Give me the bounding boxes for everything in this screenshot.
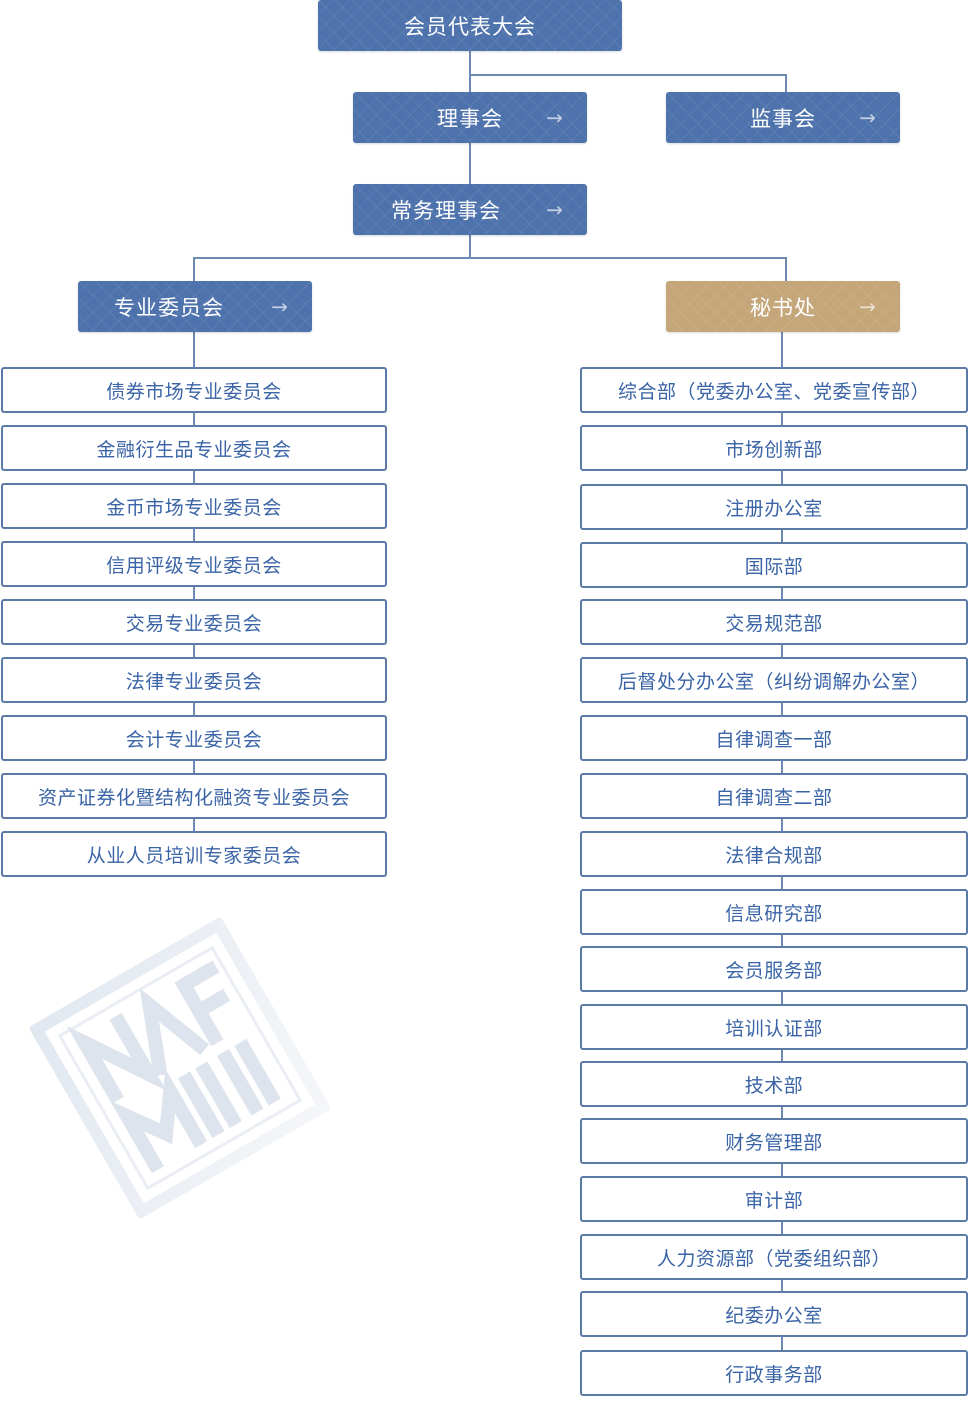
- committee-item[interactable]: 从业人员培训专家委员会: [1, 831, 387, 877]
- supervisory-board-label: 监事会: [750, 106, 816, 131]
- department-item[interactable]: 审计部: [580, 1176, 968, 1222]
- department-item[interactable]: 纪委办公室: [580, 1291, 968, 1337]
- arrow-right-icon: →: [546, 197, 563, 222]
- arrow-right-icon: →: [859, 105, 876, 130]
- department-item[interactable]: 综合部（党委办公室、党委宣传部）: [580, 367, 968, 413]
- department-item[interactable]: 后督处分办公室（纠纷调解办公室）: [580, 657, 968, 703]
- committee-item[interactable]: 信用评级专业委员会: [1, 541, 387, 587]
- department-item[interactable]: 注册办公室: [580, 484, 968, 530]
- committee-item[interactable]: 会计专业委员会: [1, 715, 387, 761]
- nafmii-logo-watermark: [28, 916, 332, 1220]
- committees-box[interactable]: 专业委员会 →: [78, 281, 312, 332]
- committee-item[interactable]: 法律专业委员会: [1, 657, 387, 703]
- department-item[interactable]: 交易规范部: [580, 599, 968, 645]
- department-item[interactable]: 法律合规部: [580, 831, 968, 877]
- department-item[interactable]: 市场创新部: [580, 425, 968, 471]
- members-congress-box[interactable]: 会员代表大会: [318, 0, 622, 51]
- department-item[interactable]: 信息研究部: [580, 889, 968, 935]
- supervisory-board-box[interactable]: 监事会 →: [666, 92, 900, 143]
- arrow-right-icon: →: [271, 294, 288, 319]
- council-label: 理事会: [437, 106, 503, 131]
- department-item[interactable]: 会员服务部: [580, 946, 968, 992]
- committee-item[interactable]: 债券市场专业委员会: [1, 367, 387, 413]
- secretariat-label: 秘书处: [750, 295, 816, 320]
- arrow-right-icon: →: [859, 294, 876, 319]
- department-item[interactable]: 国际部: [580, 542, 968, 588]
- committee-item[interactable]: 金融衍生品专业委员会: [1, 425, 387, 471]
- committees-label: 专业委员会: [114, 295, 224, 320]
- department-item[interactable]: 人力资源部（党委组织部）: [580, 1234, 968, 1280]
- arrow-right-icon: →: [546, 105, 563, 130]
- secretariat-box[interactable]: 秘书处 →: [666, 281, 900, 332]
- department-item[interactable]: 财务管理部: [580, 1118, 968, 1164]
- department-item[interactable]: 自律调查二部: [580, 773, 968, 819]
- committee-item[interactable]: 交易专业委员会: [1, 599, 387, 645]
- committee-item[interactable]: 资产证券化暨结构化融资专业委员会: [1, 773, 387, 819]
- members-congress-label: 会员代表大会: [404, 14, 536, 39]
- department-item[interactable]: 自律调查一部: [580, 715, 968, 761]
- department-item[interactable]: 技术部: [580, 1061, 968, 1107]
- department-item[interactable]: 行政事务部: [580, 1350, 968, 1396]
- committee-item[interactable]: 金币市场专业委员会: [1, 483, 387, 529]
- department-item[interactable]: 培训认证部: [580, 1004, 968, 1050]
- council-box[interactable]: 理事会 →: [353, 92, 587, 143]
- standing-council-label: 常务理事会: [391, 198, 501, 223]
- standing-council-box[interactable]: 常务理事会 →: [353, 184, 587, 235]
